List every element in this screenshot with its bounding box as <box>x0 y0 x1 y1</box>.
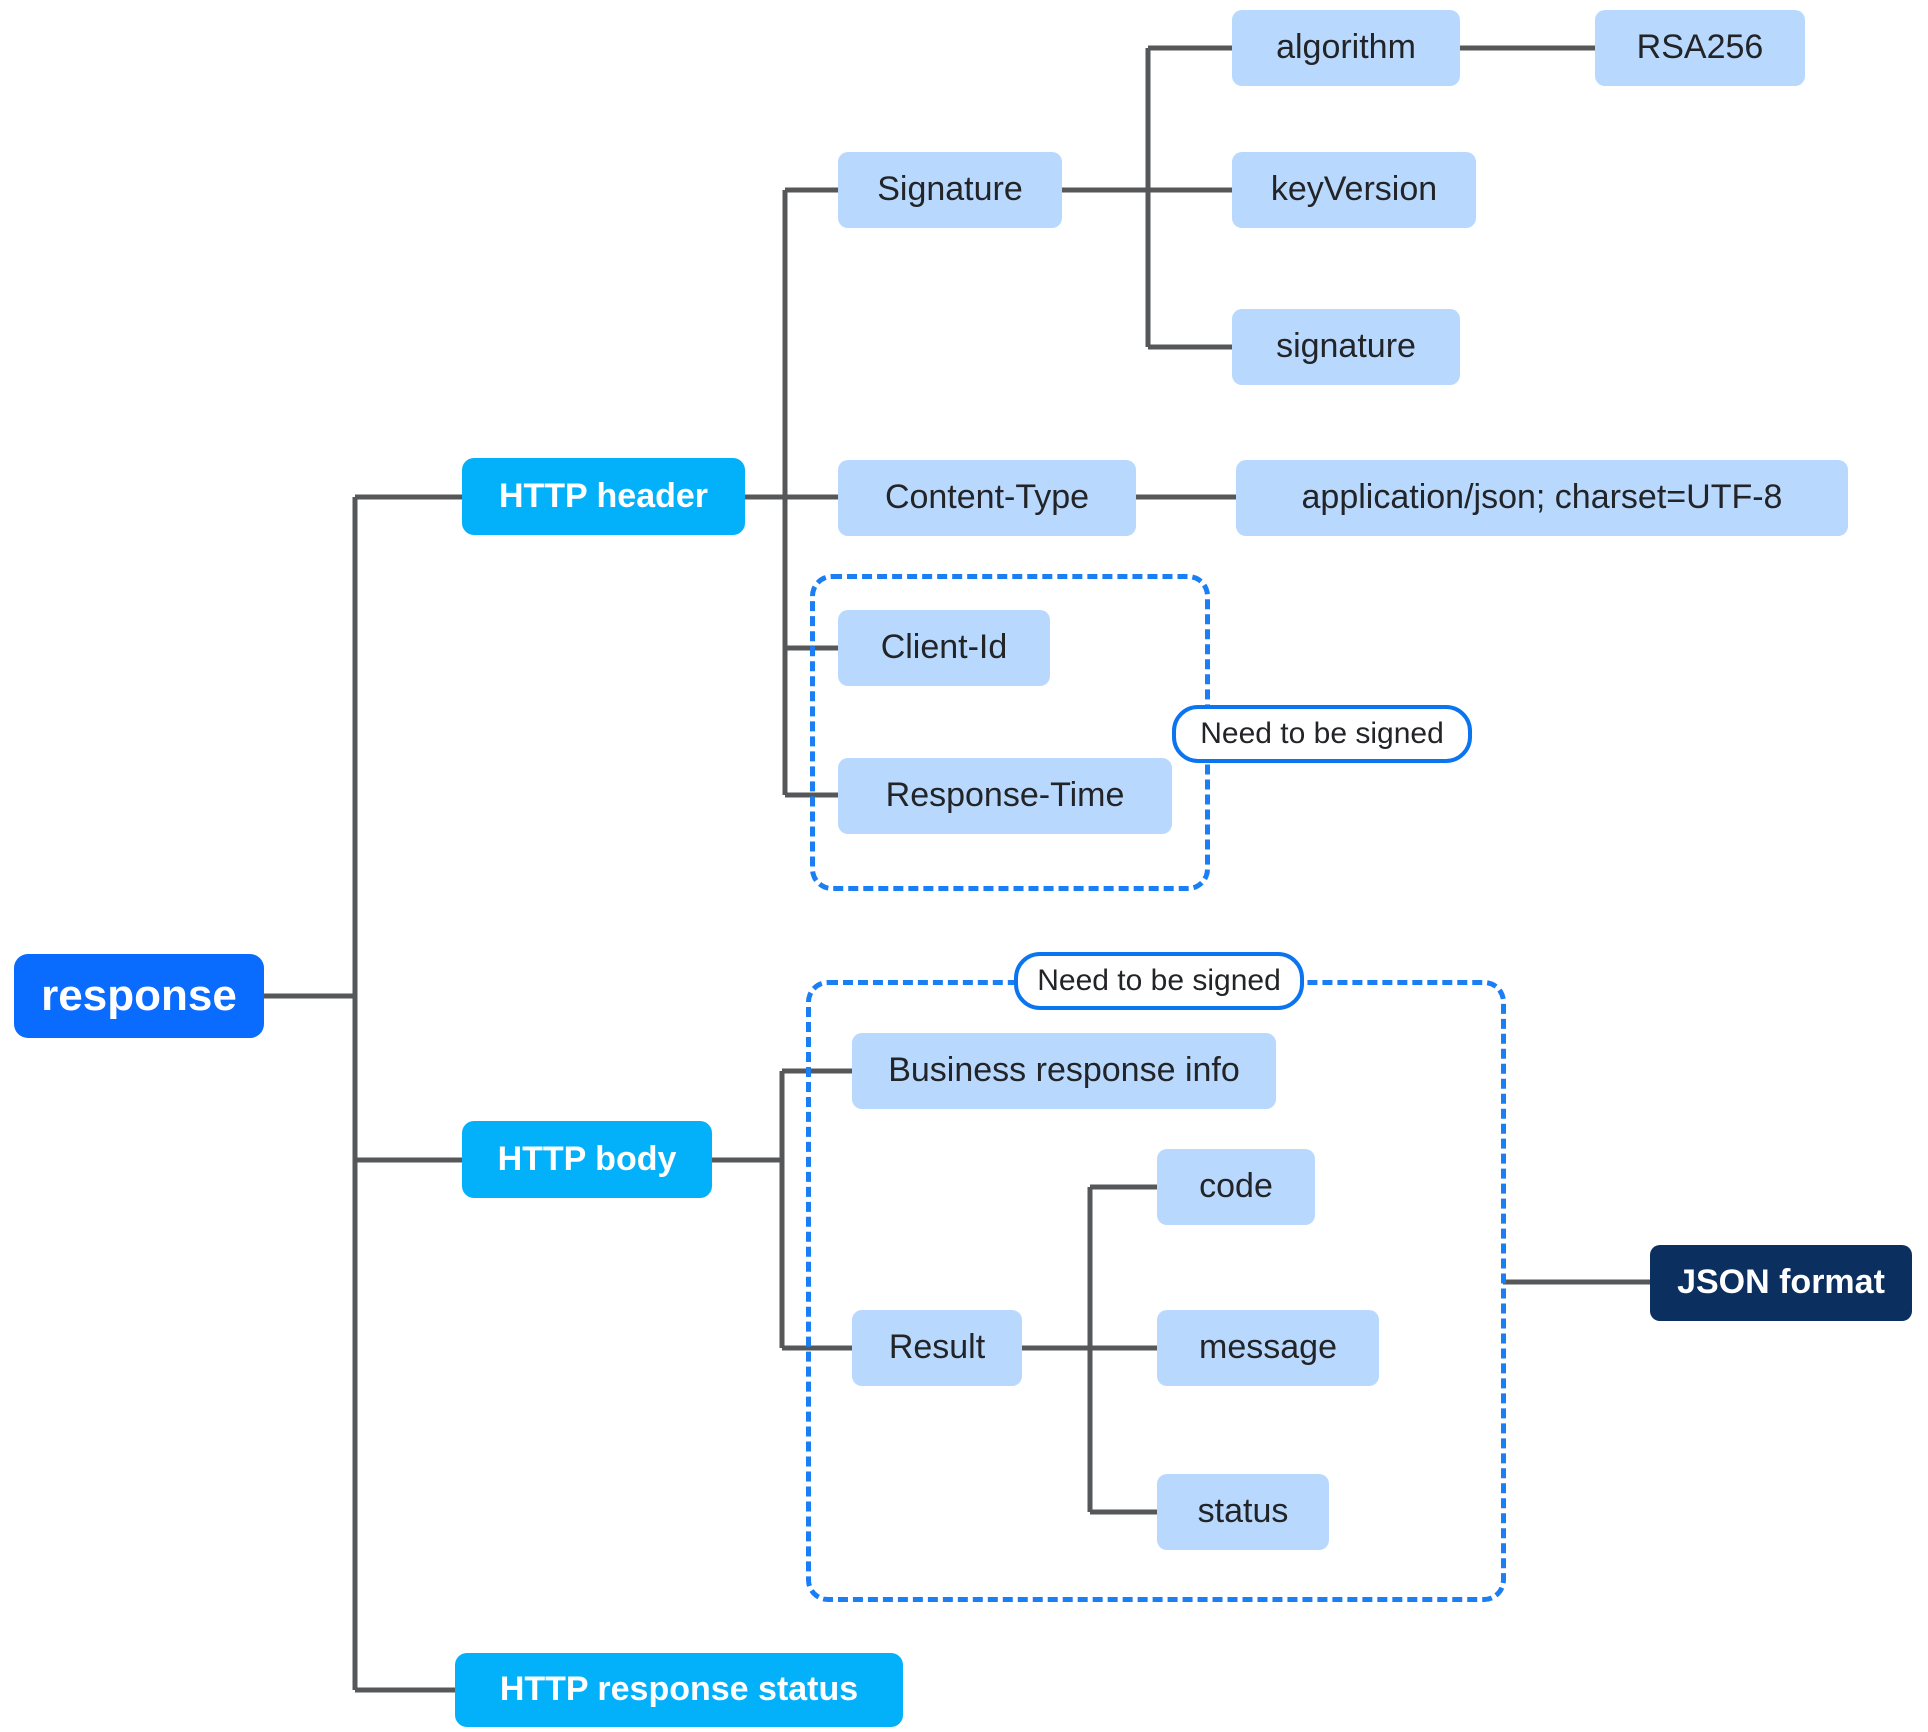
node-rsa256[interactable]: RSA256 <box>1595 10 1805 86</box>
node-key-version[interactable]: keyVersion <box>1232 152 1476 228</box>
node-message[interactable]: message <box>1157 1310 1379 1386</box>
badge-need-to-be-signed-header: Need to be signed <box>1172 705 1472 763</box>
node-response-time[interactable]: Response-Time <box>838 758 1172 834</box>
node-response[interactable]: response <box>14 954 264 1038</box>
node-content-type[interactable]: Content-Type <box>838 460 1136 536</box>
badge-need-to-be-signed-body: Need to be signed <box>1014 952 1304 1010</box>
node-http-response-status[interactable]: HTTP response status <box>455 1653 903 1727</box>
node-algorithm[interactable]: algorithm <box>1232 10 1460 86</box>
node-content-type-value[interactable]: application/json; charset=UTF-8 <box>1236 460 1848 536</box>
node-signature-leaf[interactable]: signature <box>1232 309 1460 385</box>
node-status[interactable]: status <box>1157 1474 1329 1550</box>
node-code[interactable]: code <box>1157 1149 1315 1225</box>
node-result[interactable]: Result <box>852 1310 1022 1386</box>
node-business-response-info[interactable]: Business response info <box>852 1033 1276 1109</box>
node-client-id[interactable]: Client-Id <box>838 610 1050 686</box>
node-http-header[interactable]: HTTP header <box>462 458 745 535</box>
node-http-body[interactable]: HTTP body <box>462 1121 712 1198</box>
node-json-format[interactable]: JSON format <box>1650 1245 1912 1321</box>
node-signature[interactable]: Signature <box>838 152 1062 228</box>
